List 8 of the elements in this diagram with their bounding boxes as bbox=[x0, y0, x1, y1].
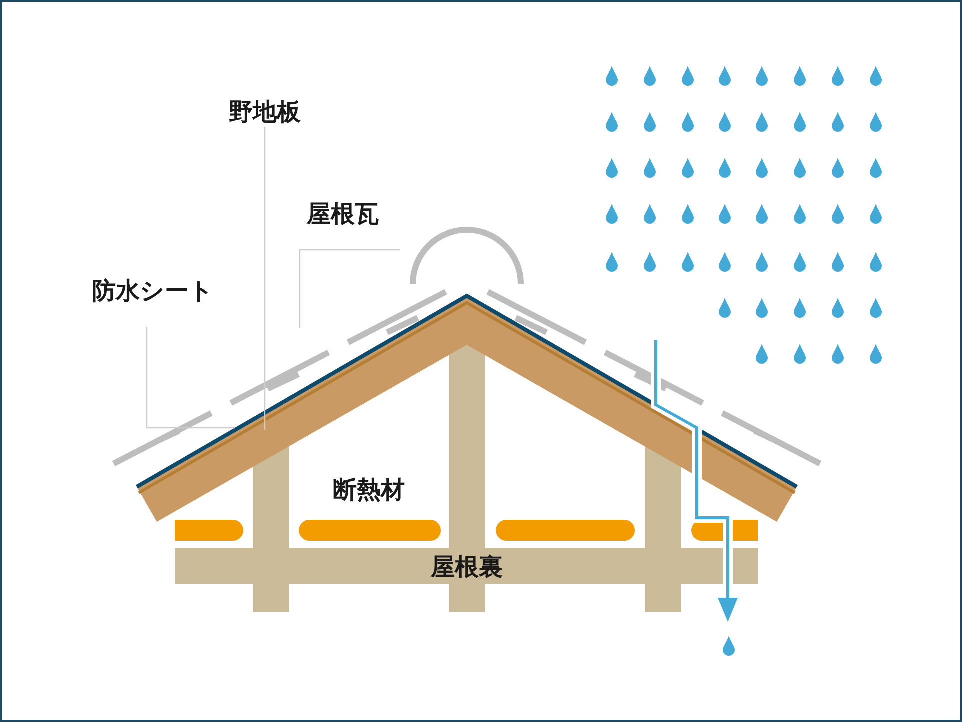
leader-line bbox=[146, 327, 235, 429]
leader-line bbox=[264, 127, 266, 430]
part-label: 野地板 bbox=[229, 98, 301, 126]
part-label: 防水シート bbox=[92, 278, 214, 304]
part-label: 屋根裏 bbox=[431, 554, 503, 580]
part-label: 屋根瓦 bbox=[307, 200, 379, 228]
leader-line bbox=[299, 249, 400, 328]
part-label: 断熱材 bbox=[333, 476, 405, 504]
